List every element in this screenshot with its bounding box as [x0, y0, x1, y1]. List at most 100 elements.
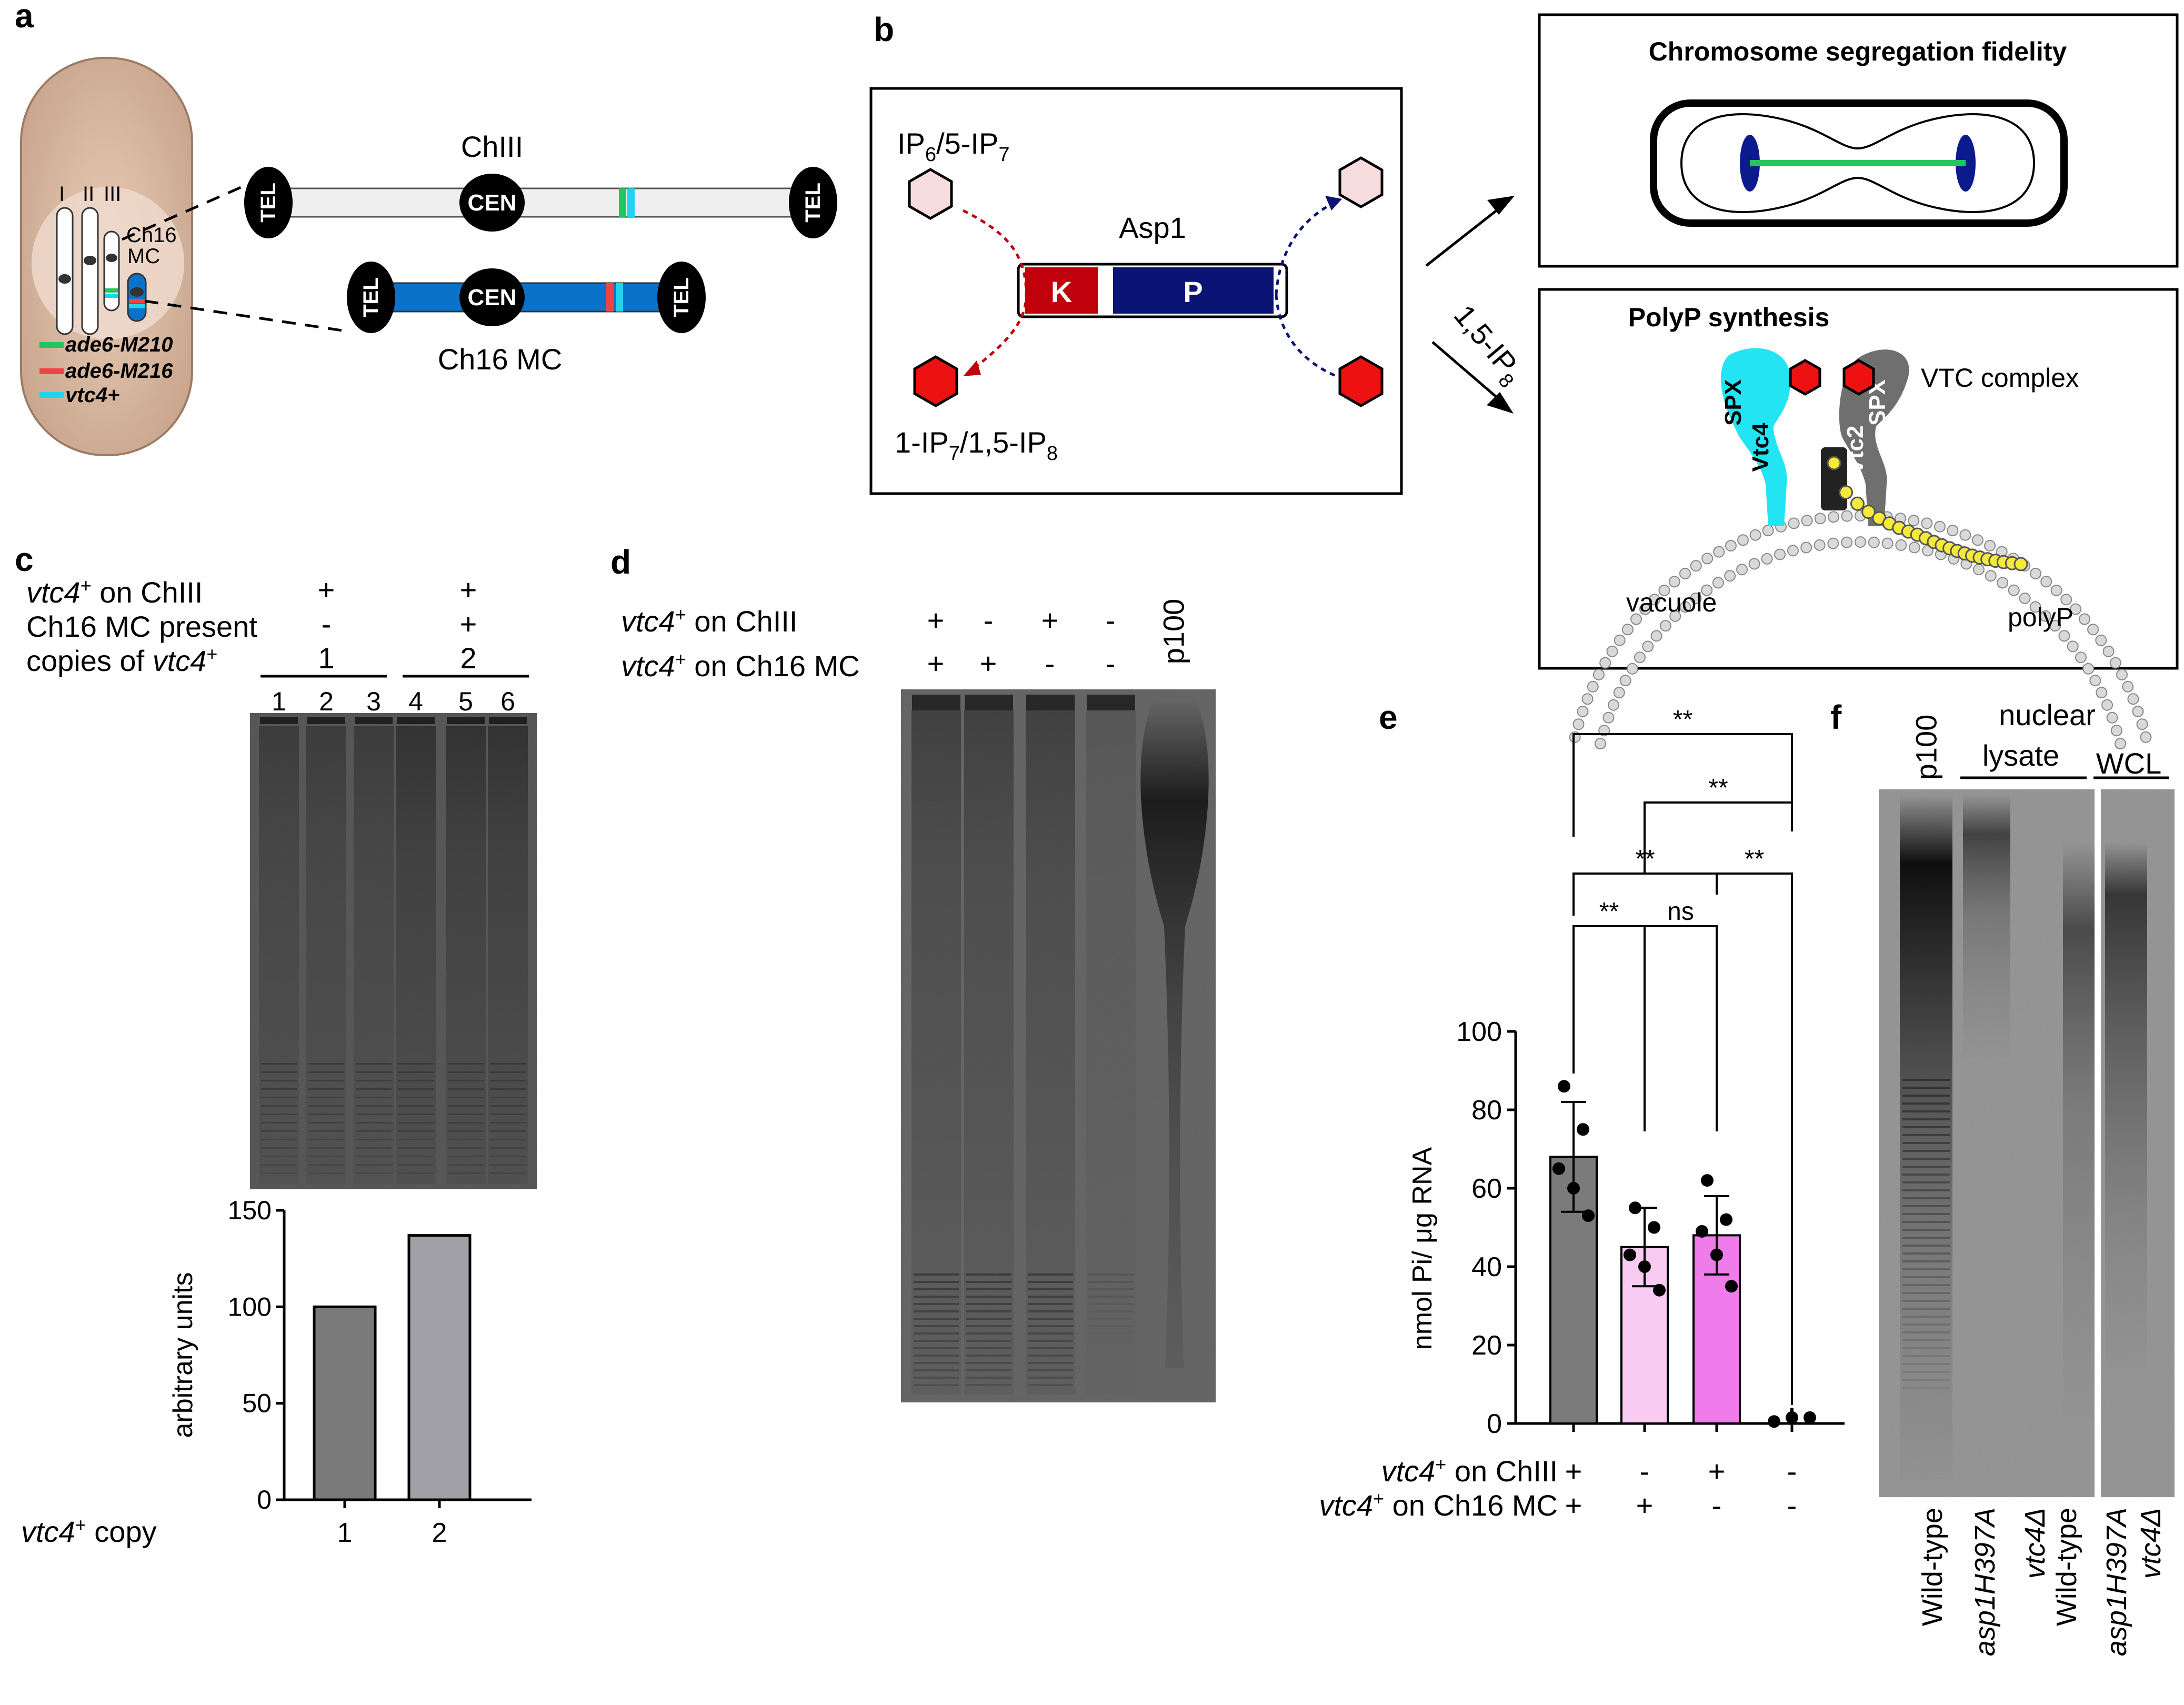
c-lane-number: 6 [500, 687, 515, 716]
vacuole-label: vacuole [1626, 588, 1717, 617]
membrane-lipid [1908, 515, 1920, 527]
e-bar [1692, 1234, 1741, 1425]
membrane-lipid [1827, 537, 1839, 549]
e-sign: - [1640, 1455, 1650, 1488]
f-lane-label: Wild-type [1917, 1508, 1948, 1626]
chriii-bar [265, 187, 814, 218]
c-y-tick-label: 150 [228, 1196, 272, 1225]
membrane-lipid [1669, 610, 1681, 622]
chromosome-label-3: III [104, 183, 121, 206]
membrane-lipid [1868, 536, 1880, 548]
kinase-domain [1025, 267, 1098, 314]
membrane-lipid [2110, 725, 2122, 737]
membrane-lipid [2096, 687, 2108, 699]
membrane-lipid [2040, 576, 2052, 588]
e-data-point [1582, 1209, 1595, 1222]
f-group-nuclear-1: nuclear [1999, 698, 2096, 731]
c-g2-r2: + [460, 607, 477, 640]
e-data-point [1624, 1248, 1636, 1261]
kinase-label: K [1051, 275, 1072, 308]
substrate-label: IP6/5-IP7 [897, 127, 1009, 166]
membrane-lipid [1690, 593, 1702, 605]
chriii-tel-left: TEL [257, 183, 280, 223]
d-row-label-1: vtc4+ on ChIII [621, 604, 797, 638]
membrane-lipid [1814, 539, 1826, 551]
membrane-lipid [1679, 601, 1691, 613]
membrane-lipid [1828, 511, 1840, 523]
ch16-bar [370, 282, 688, 313]
e-data-point [1696, 1225, 1708, 1238]
e-sign: + [1708, 1455, 1726, 1488]
d-sign: + [980, 647, 997, 680]
membrane-lipid [2140, 731, 2152, 743]
d-sign: - [984, 604, 994, 637]
membrane-lipid [1959, 529, 1971, 541]
ip8-hexagon-right [1338, 355, 1384, 407]
membrane-lipid [1724, 570, 1736, 582]
e-data-point [1638, 1260, 1651, 1273]
membrane-lipid [1761, 553, 1773, 565]
membrane-lipid [2136, 718, 2148, 730]
e-data-point [1768, 1415, 1780, 1428]
membrane-lipid [2030, 567, 2042, 579]
e-sig-label: ** [1708, 774, 1728, 802]
panel-c: c vtc4+ on ChIII Ch16 MC present copies … [15, 540, 537, 1548]
membrane-lipid [1800, 541, 1812, 554]
c-y-tick-label: 50 [242, 1389, 272, 1418]
d-sign: - [1106, 604, 1116, 637]
c-lane-number: 1 [272, 687, 286, 716]
e-sig-bracket [1644, 801, 1793, 874]
membrane-lipid [1607, 699, 1619, 711]
membrane-lipid [1762, 525, 1774, 537]
d-row-label-2: vtc4+ on Ch16 MC [621, 648, 860, 683]
membrane-lipid [2089, 675, 2101, 687]
e-sig-bracket [1572, 733, 1793, 837]
e-sig-bracket [1572, 872, 1718, 916]
e-row-label-1: vtc4+ on ChIII [1381, 1453, 1558, 1488]
membrane-lipid [1630, 613, 1642, 625]
e-data-point [1567, 1182, 1580, 1195]
membrane-lipid [2095, 634, 2107, 646]
ip8-hexagon-left [913, 355, 958, 407]
e-data-point [1710, 1248, 1723, 1261]
membrane-lipid [2075, 651, 2087, 664]
d-sign: + [927, 604, 945, 637]
f-lane-label: asp1H397A [2101, 1508, 2132, 1656]
e-sign: - [1787, 1455, 1797, 1488]
signal-label: 1,5-IP8 [1443, 298, 1530, 392]
e-sign: + [1565, 1455, 1582, 1488]
membrane-lipid [1690, 560, 1702, 572]
membrane-lipid [1749, 529, 1761, 541]
polyp-bead [1827, 456, 1841, 470]
polyp-label: polyP [2008, 603, 2073, 632]
d-sign: + [1041, 604, 1059, 637]
panel-b: b IP6/5-IP7 1-IP7/1,5-IP8 Asp1 K P 1,5-I… [869, 11, 2179, 750]
membrane-lipid [2050, 584, 2062, 596]
membrane-lipid [1841, 510, 1853, 522]
polyp-title: PolyP synthesis [1628, 303, 1830, 332]
c-lane-number: 3 [366, 687, 381, 716]
e-ylabel: nmol Pi/ μg RNA [1407, 1147, 1438, 1350]
membrane-lipid [1602, 711, 1615, 724]
e-y-tick-label: 20 [1471, 1330, 1502, 1361]
membrane-lipid [1639, 603, 1651, 615]
e-sig-label: ** [1635, 845, 1655, 873]
c-row-label-1: vtc4+ on ChIII [26, 575, 203, 609]
membrane-lipid [1621, 624, 1634, 636]
membrane-lipid [1712, 577, 1724, 589]
d-sign: + [927, 647, 945, 680]
c-x-tick-label: 2 [432, 1518, 447, 1548]
membrane-lipid [1701, 584, 1713, 596]
membrane-lipid [1634, 651, 1646, 664]
d-sign: - [1106, 647, 1116, 680]
membrane-lipid [1947, 525, 1959, 537]
membrane-lipid [1971, 534, 1983, 546]
membrane-lipid [1841, 536, 1853, 548]
c-g1-r3: 1 [318, 641, 334, 675]
c-lane-number: 4 [408, 687, 423, 716]
membrane-lipid [1801, 515, 1813, 527]
membrane-lipid [1581, 693, 1594, 705]
membrane-lipid [1985, 570, 1997, 582]
panel-label-a: a [15, 0, 34, 35]
